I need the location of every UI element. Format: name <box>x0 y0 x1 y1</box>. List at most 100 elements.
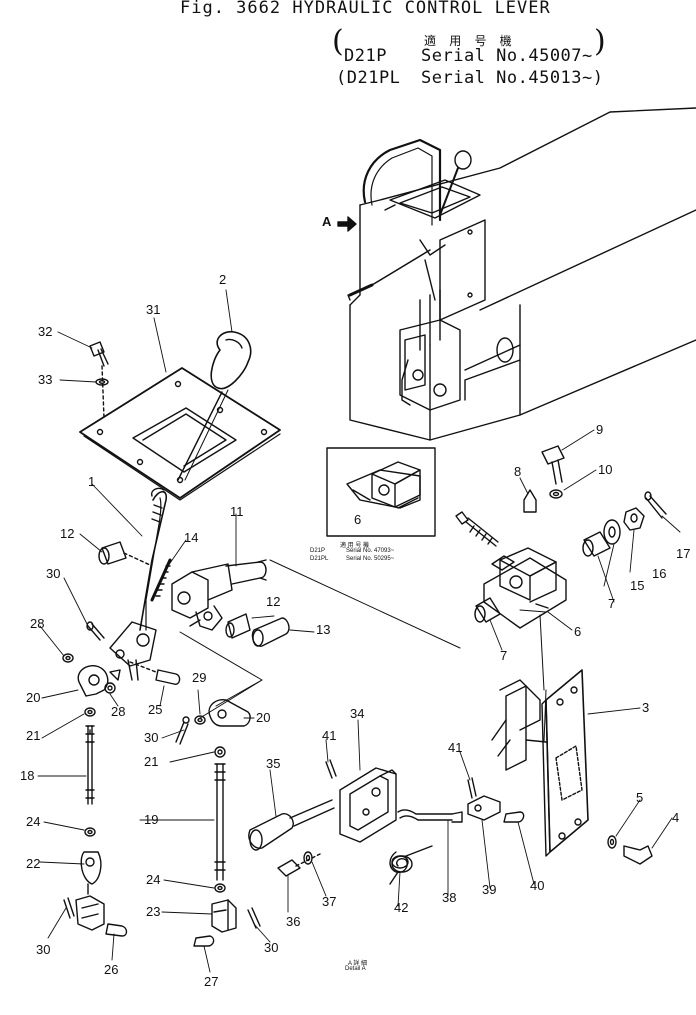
detail-a-en: Detail A <box>345 966 366 972</box>
callout-20a: 20 <box>26 690 41 705</box>
callout-12b: 12 <box>266 594 281 609</box>
tractor-overview <box>348 108 696 440</box>
callout-22: 22 <box>26 856 41 871</box>
nut-24a <box>85 828 95 836</box>
callout-36: 36 <box>286 914 301 929</box>
callout-18: 18 <box>20 768 35 783</box>
washer-10 <box>550 490 562 498</box>
callout-34: 34 <box>350 706 365 721</box>
callout-33: 33 <box>38 372 53 387</box>
rod-18 <box>85 708 95 804</box>
bolt-32 <box>90 342 108 418</box>
callout-26: 26 <box>104 962 119 977</box>
callout-4: 4 <box>672 810 680 825</box>
washer-5 <box>608 836 616 848</box>
callout-38: 38 <box>442 890 457 905</box>
callout-20b: 20 <box>256 710 271 725</box>
knob-35 <box>249 800 334 850</box>
serial-d21pl: Serial No.45013~) <box>421 68 604 88</box>
callout-35: 35 <box>266 756 281 771</box>
block-39 <box>468 796 500 820</box>
inset-box <box>327 448 435 536</box>
callout-42: 42 <box>394 900 409 915</box>
callout-16: 16 <box>652 566 667 581</box>
pin-13 <box>252 618 289 646</box>
callout-28a: 28 <box>30 616 45 631</box>
cotter-17 <box>645 492 666 518</box>
bolt-25 <box>130 662 180 684</box>
bracket-34 <box>340 768 396 842</box>
bushing-7a <box>583 532 610 556</box>
rod-38 <box>398 810 462 822</box>
bolt-4 <box>624 846 652 864</box>
cotter-30d <box>248 908 260 928</box>
callout-24a: 24 <box>26 814 41 829</box>
view-arrow-a <box>338 217 356 231</box>
callout-19: 19 <box>144 812 159 827</box>
callout-1: 1 <box>88 474 96 489</box>
callout-11: 11 <box>230 504 244 519</box>
washer-37 <box>304 852 312 864</box>
clevis-23 <box>212 900 236 932</box>
cotter-41 <box>326 760 476 798</box>
callout-29: 29 <box>192 670 207 685</box>
callout-23: 23 <box>146 904 161 919</box>
callout-12a: 12 <box>60 526 75 541</box>
nut-16 <box>624 508 644 530</box>
callout-31: 31 <box>146 302 161 317</box>
callout-10: 10 <box>598 462 613 477</box>
plate-3 <box>492 670 588 856</box>
cotter-30a <box>87 622 104 640</box>
inset-applicability: 適 用 号 機 <box>340 543 370 549</box>
paren-close: ) <box>594 24 606 59</box>
leader-lines <box>180 560 546 742</box>
rod-19 <box>215 747 225 880</box>
shaft-11 <box>172 560 266 630</box>
callout-21b: 21 <box>144 754 159 769</box>
bushing-12a <box>99 542 150 565</box>
cover-plate <box>80 368 280 500</box>
pin-27 <box>194 936 214 946</box>
bolt-long <box>456 512 498 546</box>
lever-1 <box>110 488 166 680</box>
paren-open: ( <box>332 24 344 59</box>
inset-row1-model: D21P <box>310 548 326 554</box>
grease-fitting-8 <box>524 490 536 512</box>
view-marker-a: A <box>322 214 332 229</box>
callout-24b: 24 <box>146 872 161 887</box>
nut-29 <box>195 716 205 724</box>
callout-6: 6 <box>574 624 582 639</box>
callout-7a: 7 <box>608 596 616 611</box>
lever-knob <box>178 332 251 480</box>
detail-a-jp: A 詳 細 <box>348 961 368 967</box>
callout-28b: 28 <box>111 704 126 719</box>
callout-37: 37 <box>322 894 337 909</box>
model-d21pl: (D21PL <box>336 68 401 88</box>
bushing-7b <box>475 598 500 622</box>
callout-21a: 21 <box>26 728 41 743</box>
nut-28b <box>105 683 115 693</box>
clevis-bottom-left <box>64 896 104 930</box>
callout-5: 5 <box>636 790 644 805</box>
callout-14: 14 <box>184 530 199 545</box>
callout-3: 3 <box>642 700 650 715</box>
pin-40 <box>504 812 524 822</box>
callout-8: 8 <box>514 464 522 479</box>
spring-14 <box>152 560 170 600</box>
bolt-9 <box>542 446 564 484</box>
callout-9: 9 <box>596 422 604 437</box>
inset-row1-serial: Serial No. 47093~ <box>346 548 395 554</box>
callout-30b: 30 <box>144 730 159 745</box>
model-d21p: D21P <box>344 46 387 66</box>
callout-30d: 30 <box>264 940 279 955</box>
callout-40: 40 <box>530 878 545 893</box>
callout-32: 32 <box>38 324 53 339</box>
callout-17: 17 <box>676 546 691 561</box>
callout-15: 15 <box>630 578 645 593</box>
callout-leaders <box>38 290 680 972</box>
callout-30c: 30 <box>36 942 51 957</box>
callout-25: 25 <box>148 702 163 717</box>
bushing-12b <box>226 614 250 638</box>
rod-end-20b <box>209 700 250 726</box>
